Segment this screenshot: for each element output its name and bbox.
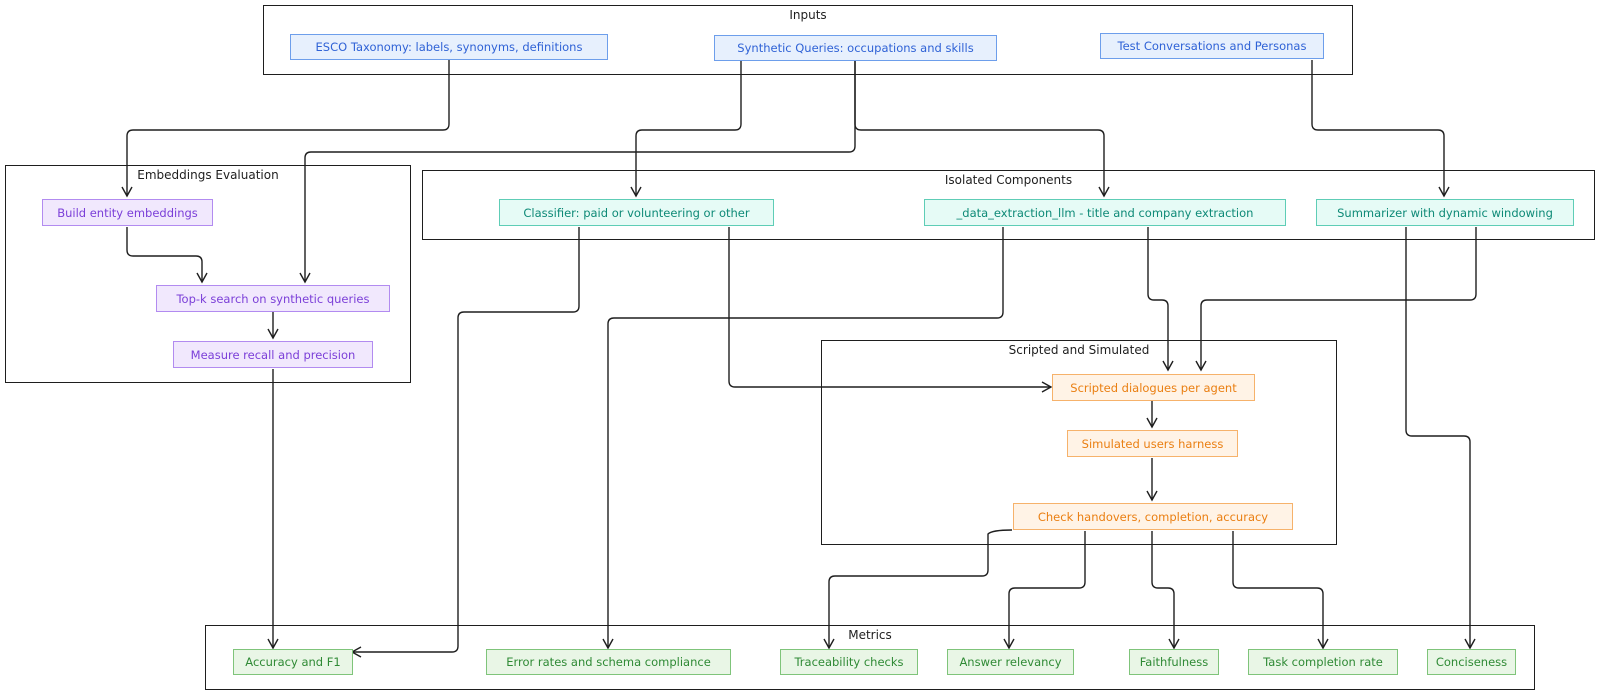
edge-synthetic-to-classifier [630, 61, 742, 198]
edge-classifier-to-accuracy [350, 227, 580, 658]
group-metrics: Metrics [205, 625, 1535, 690]
group-embeddings-title: Embeddings Evaluation [137, 168, 279, 182]
group-inputs: Inputs [263, 5, 1353, 75]
node-build-entity-embeddings: Build entity embeddings [42, 199, 213, 226]
edge-dataext-to-scripted [1147, 227, 1174, 372]
node-synthetic-queries: Synthetic Queries: occupations and skill… [714, 35, 997, 61]
edge-synthetic-to-topk [299, 61, 856, 284]
group-scripted-simulated: Scripted and Simulated [821, 340, 1337, 545]
edge-dataext-to-errorrates [602, 227, 1004, 650]
edge-check-to-faithfulness [1151, 531, 1180, 650]
node-esco-taxonomy: ESCO Taxonomy: labels, synonyms, definit… [290, 34, 608, 60]
group-isolated-title: Isolated Components [944, 173, 1073, 187]
node-task-completion: Task completion rate [1248, 649, 1398, 675]
node-data-extraction: _data_extraction_llm - title and company… [924, 199, 1286, 226]
edge-check-to-traceability [823, 529, 1013, 650]
edge-summarizer-to-conciseness [1405, 227, 1476, 650]
node-summarizer: Summarizer with dynamic windowing [1316, 199, 1574, 226]
edge-check-to-taskcompletion [1232, 531, 1329, 650]
edge-build-to-topk [126, 227, 208, 284]
edge-esco-to-build [121, 60, 450, 198]
node-check-handovers: Check handovers, completion, accuracy [1013, 503, 1293, 530]
node-accuracy-f1: Accuracy and F1 [233, 649, 353, 675]
edge-synthetic-to-dataext [854, 61, 1110, 198]
group-metrics-title: Metrics [848, 628, 892, 642]
node-measure-recall: Measure recall and precision [173, 341, 373, 368]
group-embeddings-evaluation: Embeddings Evaluation [5, 165, 411, 383]
edge-check-to-relevancy [1003, 531, 1086, 650]
group-inputs-title: Inputs [789, 8, 827, 22]
edge-summarizer-to-scripted [1195, 227, 1477, 372]
node-conciseness: Conciseness [1427, 649, 1516, 675]
group-scripted-title: Scripted and Simulated [1008, 343, 1150, 357]
node-faithfulness: Faithfulness [1129, 649, 1219, 675]
node-traceability-checks: Traceability checks [780, 649, 918, 675]
node-test-conversations: Test Conversations and Personas [1100, 33, 1324, 59]
node-classifier: Classifier: paid or volunteering or othe… [499, 199, 774, 226]
node-scripted-dialogues: Scripted dialogues per agent [1052, 374, 1255, 401]
node-topk-search: Top-k search on synthetic queries [156, 285, 390, 312]
node-simulated-users: Simulated users harness [1067, 430, 1238, 457]
node-error-rates: Error rates and schema compliance [486, 649, 731, 675]
group-isolated-components: Isolated Components [422, 170, 1595, 240]
edge-testconv-to-summarizer [1311, 60, 1450, 198]
node-answer-relevancy: Answer relevancy [947, 649, 1074, 675]
edge-classifier-to-scripted [728, 227, 1053, 393]
